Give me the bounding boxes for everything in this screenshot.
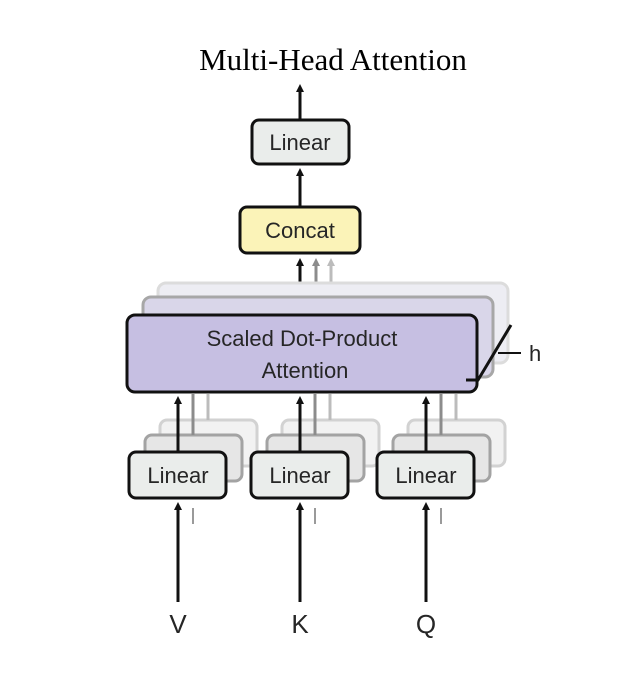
head-count-label: h xyxy=(529,341,541,366)
linear-label-q: Linear xyxy=(395,463,456,488)
linear-box-q xyxy=(375,450,476,500)
concat-box: Concat xyxy=(238,205,362,255)
input-column-q: Linear Q xyxy=(375,394,507,639)
input-label-k: K xyxy=(291,609,309,639)
attention-label-line1: Scaled Dot-Product xyxy=(207,326,398,351)
input-label-v: V xyxy=(169,609,187,639)
input-column-k: Linear K xyxy=(249,394,381,639)
output-linear-box: Linear xyxy=(250,118,351,166)
concat-label: Concat xyxy=(265,218,335,243)
input-label-q: Q xyxy=(416,609,436,639)
input-column-v: Linear V xyxy=(127,394,259,639)
diagram-title: Multi-Head Attention xyxy=(199,42,467,77)
linear-box-v xyxy=(127,450,228,500)
linear-box-k xyxy=(249,450,350,500)
output-linear-label: Linear xyxy=(269,130,330,155)
linear-label-k: Linear xyxy=(269,463,330,488)
linear-label-v: Linear xyxy=(147,463,208,488)
head-count-bracket xyxy=(466,324,513,382)
attention-box: Scaled Dot-Product Attention xyxy=(125,313,479,394)
attention-label-line2: Attention xyxy=(262,358,349,383)
